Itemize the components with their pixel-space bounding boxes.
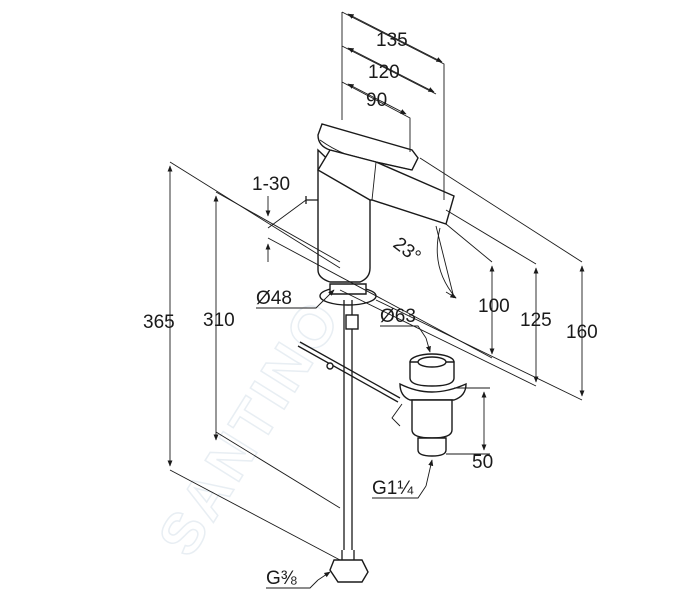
top-dimensions: 135 120 90 <box>341 11 445 200</box>
dim-125: 125 <box>520 310 552 331</box>
left-dimensions: 365 310 1-30 Ø48 <box>143 161 341 561</box>
dim-1-30: 1-30 <box>252 174 290 195</box>
supply-connector <box>329 559 369 583</box>
faucet-body <box>305 123 455 583</box>
dim-thread-g3-8: G⅜ <box>266 568 297 589</box>
dim-135: 135 <box>376 30 408 51</box>
svg-text:SANTINO: SANTINO <box>146 287 354 567</box>
faucet-main-body <box>317 148 371 283</box>
dim-50: 50 <box>472 452 493 473</box>
dim-90: 90 <box>366 90 387 111</box>
dim-diameter-48: Ø48 <box>256 288 292 309</box>
dim-diameter-63: Ø63 <box>380 306 416 327</box>
dim-100: 100 <box>478 296 510 317</box>
dim-angle-23: 23° <box>389 233 425 267</box>
dim-160: 160 <box>566 322 598 343</box>
faucet-lever <box>317 123 419 171</box>
dim-310: 310 <box>203 310 235 331</box>
dim-120: 120 <box>368 62 400 83</box>
dim-365: 365 <box>143 312 175 333</box>
dim-thread-g1-1-4: G1¼ <box>372 478 414 499</box>
popup-waste <box>297 341 467 457</box>
waste-dimensions: Ø63 50 G1¼ G⅜ <box>266 306 493 589</box>
watermark-logo: SANTINO <box>145 287 355 568</box>
